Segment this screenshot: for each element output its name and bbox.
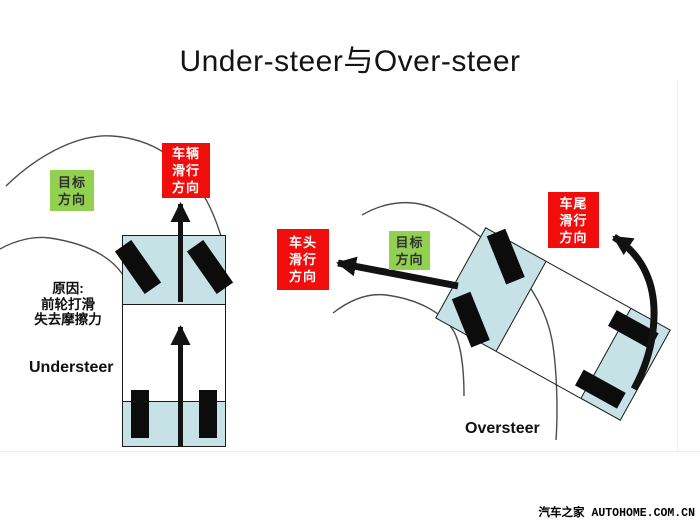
understeer-target-direction-box: 目标 方向 — [50, 170, 94, 211]
watermark: 汽车之家 AUTOHOME.COM.CN — [538, 504, 695, 520]
understeer-label: Understeer — [29, 359, 114, 376]
oversteer-road-inner-curve — [332, 293, 465, 397]
front-slide-direction-box: 车头 滑行 方向 — [277, 229, 329, 290]
vehicle-slide-line: 方向 — [171, 180, 200, 195]
rear-left-wheel — [131, 390, 149, 438]
oversteer-target-direction-box: 目标 方向 — [389, 231, 430, 270]
rear-slide-line: 方向 — [559, 229, 588, 245]
vehicle-slide-line: 滑行 — [171, 163, 200, 178]
rear-slide-direction-box: 车尾 滑行 方向 — [548, 192, 599, 248]
front-slide-line: 滑行 — [288, 252, 317, 267]
target-direction-line: 目标 — [57, 174, 86, 190]
understeer-reason-text: 原因: 前轮打滑 失去摩擦力 — [18, 281, 118, 328]
site-url: AUTOHOME.COM.CN — [591, 507, 695, 520]
understeer-car — [114, 235, 234, 447]
reason-line: 前轮打滑 — [41, 296, 95, 312]
front-slide-line: 车头 — [288, 235, 317, 250]
brand-name: 汽车之家 — [538, 507, 585, 519]
target-direction-line: 方向 — [57, 191, 86, 207]
understeer-road-inner-curve — [0, 236, 124, 276]
rear-slide-direction-curved-arrow — [612, 234, 658, 391]
reason-line: 失去摩擦力 — [34, 312, 102, 327]
rear-slide-line: 车尾 — [559, 195, 588, 211]
page-title: Under-steer与Over-steer — [179, 45, 521, 78]
front-slide-direction-arrow — [336, 256, 459, 290]
vehicle-slide-direction-box: 车辆 滑行 方向 — [162, 143, 210, 198]
oversteer-label: Oversteer — [465, 420, 540, 437]
reason-line: 原因: — [52, 281, 84, 296]
rear-slide-line: 滑行 — [559, 212, 588, 228]
target-direction-line: 方向 — [395, 251, 424, 267]
front-slide-line: 方向 — [288, 269, 317, 284]
car-middle-section — [122, 305, 226, 401]
vehicle-slide-line: 车辆 — [171, 146, 200, 161]
faint-horizontal-rule — [0, 451, 700, 452]
target-direction-line: 目标 — [395, 234, 424, 250]
faint-vertical-rule — [677, 80, 678, 452]
rear-right-wheel — [199, 390, 217, 438]
